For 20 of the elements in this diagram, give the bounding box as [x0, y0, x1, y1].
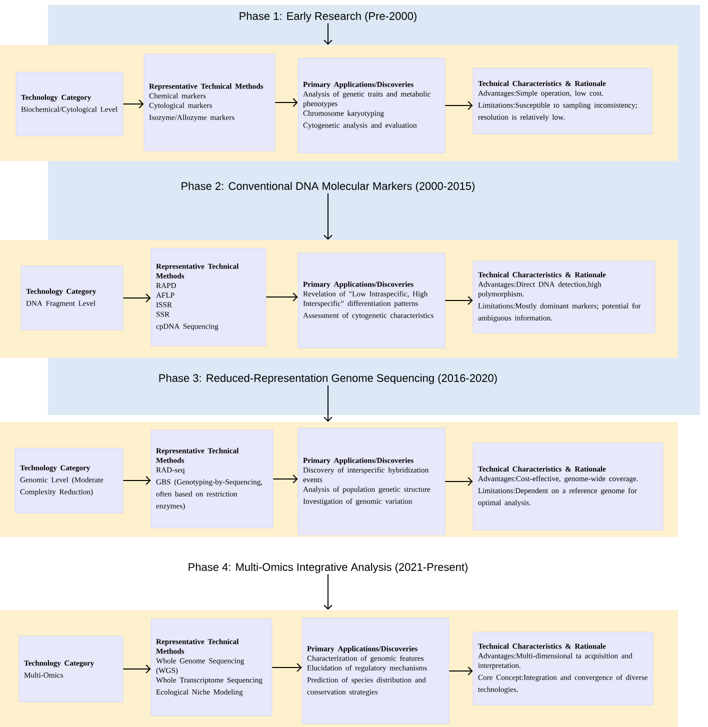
arrow	[122, 100, 144, 108]
arrow	[122, 294, 151, 302]
phase-title: Phase 1: Early Research (Pre-2000)	[240, 12, 416, 22]
arrow	[324, 192, 332, 240]
arrow	[444, 296, 473, 305]
arrow	[122, 664, 151, 674]
arrow	[266, 292, 298, 302]
arrow	[272, 663, 302, 672]
phase-title: Phase 4: Multi-Omics Integrative Analysis (2021-Present)	[188, 562, 468, 574]
arrow	[122, 476, 151, 485]
arrow	[324, 574, 332, 610]
arrow	[444, 477, 473, 486]
phase-title: Phase 3: Reduced-Representation Genome Sequencing (2016-2020)	[159, 374, 497, 384]
arrow	[448, 666, 473, 676]
phase-title: Phase 2: Conventional DNA Molecular Markers (2000-2015)	[182, 182, 474, 192]
arrow	[272, 474, 298, 484]
arrow	[324, 384, 332, 422]
arrow	[274, 98, 298, 107]
arrow	[324, 22, 332, 45]
arrow	[444, 101, 473, 110]
